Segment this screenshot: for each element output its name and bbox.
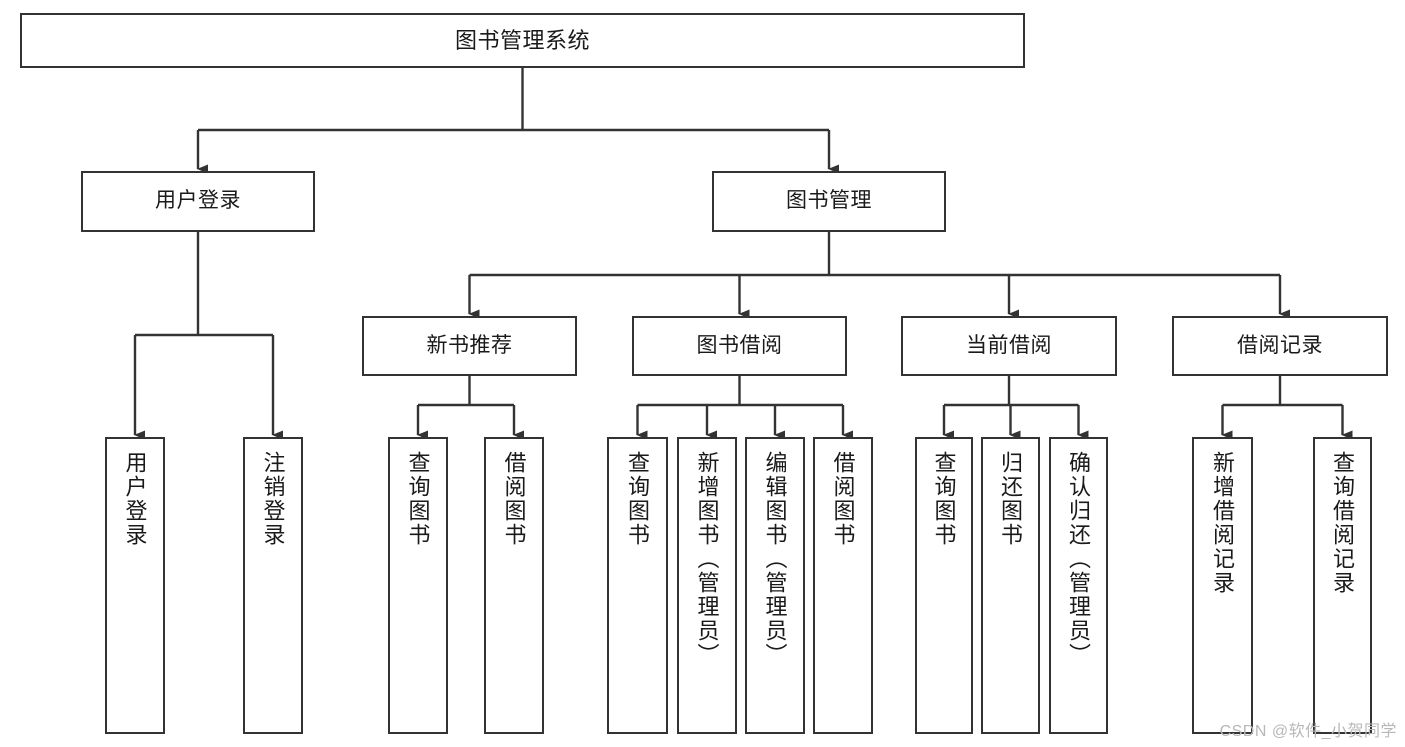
node-label-l4: 借阅图书 — [501, 451, 527, 547]
node-l1[interactable]: 用户登录 — [105, 437, 165, 734]
node-label-l2: 注销登录 — [260, 451, 286, 547]
node-l6[interactable]: 新增图书（管理员） — [677, 437, 737, 734]
node-label-l8: 借阅图书 — [830, 451, 856, 547]
node-label-current: 当前借阅 — [966, 333, 1052, 357]
node-label-bookmgmt: 图书管理 — [786, 189, 872, 213]
node-bookmgmt[interactable]: 图书管理 — [712, 171, 946, 232]
node-records[interactable]: 借阅记录 — [1172, 316, 1388, 376]
node-l4[interactable]: 借阅图书 — [484, 437, 544, 734]
node-login[interactable]: 用户登录 — [81, 171, 315, 232]
node-newbooks[interactable]: 新书推荐 — [362, 316, 577, 376]
node-label-l9: 查询图书 — [931, 451, 957, 547]
node-current[interactable]: 当前借阅 — [901, 316, 1117, 376]
node-l9[interactable]: 查询图书 — [915, 437, 973, 734]
node-label-root: 图书管理系统 — [454, 27, 590, 53]
node-label-records: 借阅记录 — [1237, 333, 1323, 357]
node-label-l1: 用户登录 — [122, 451, 148, 547]
node-l8[interactable]: 借阅图书 — [813, 437, 873, 734]
node-label-l7: 编辑图书（管理员） — [762, 451, 788, 667]
node-l13[interactable]: 查询借阅记录 — [1313, 437, 1372, 734]
node-label-l5: 查询图书 — [625, 451, 651, 547]
node-label-l11: 确认归还（管理员） — [1066, 451, 1092, 667]
node-label-l3: 查询图书 — [405, 451, 431, 547]
node-l2[interactable]: 注销登录 — [243, 437, 303, 734]
node-l3[interactable]: 查询图书 — [388, 437, 448, 734]
node-label-l6: 新增图书（管理员） — [694, 451, 720, 667]
node-root[interactable]: 图书管理系统 — [20, 13, 1025, 68]
node-borrow[interactable]: 图书借阅 — [632, 316, 847, 376]
node-label-l13: 查询借阅记录 — [1330, 451, 1356, 595]
node-l12[interactable]: 新增借阅记录 — [1192, 437, 1253, 734]
node-label-l12: 新增借阅记录 — [1210, 451, 1236, 595]
node-label-borrow: 图书借阅 — [696, 333, 783, 357]
watermark-text: CSDN @软件_小贺同学 — [1219, 723, 1397, 740]
node-label-login: 用户登录 — [155, 189, 241, 213]
node-l10[interactable]: 归还图书 — [981, 437, 1040, 734]
node-label-l10: 归还图书 — [998, 451, 1024, 547]
node-l5[interactable]: 查询图书 — [607, 437, 668, 734]
node-l7[interactable]: 编辑图书（管理员） — [745, 437, 805, 734]
node-l11[interactable]: 确认归还（管理员） — [1049, 437, 1108, 734]
node-label-newbooks: 新书推荐 — [426, 333, 513, 357]
